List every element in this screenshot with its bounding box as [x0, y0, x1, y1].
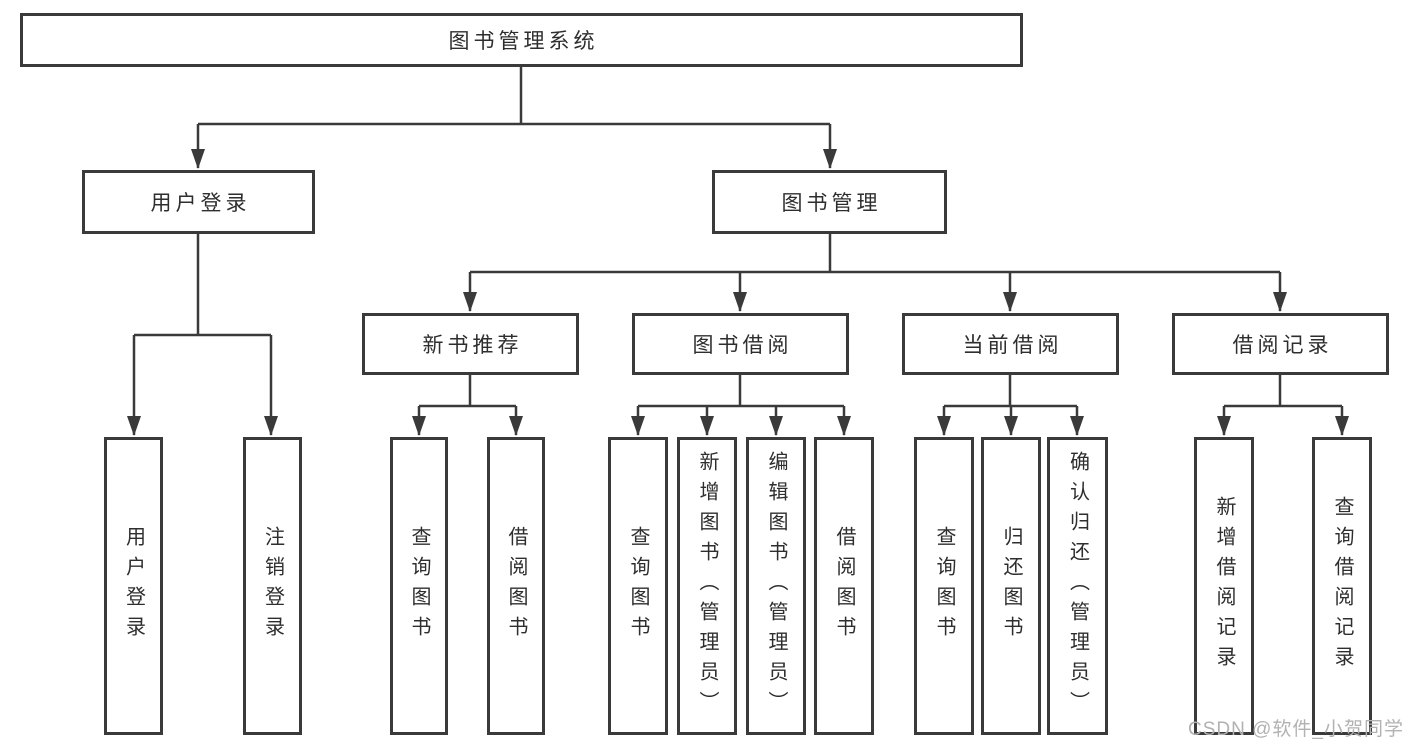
leaf-nbr-borrow-book-label: 借阅图书: [505, 526, 527, 646]
node-book-borrow-label: 图书借阅: [692, 334, 793, 357]
leaf-logout-label: 注销登录: [261, 526, 284, 646]
wire-group-current-borrow: [937, 375, 1084, 436]
wire-group-borrow-records: [1217, 375, 1349, 436]
node-root: 图书管理系统: [20, 13, 1023, 67]
leaf-nbr-borrow-book: 借阅图书: [487, 437, 545, 735]
wire-group-book-mgmt: [463, 234, 1287, 312]
leaf-bb-borrow-book-label: 借阅图书: [833, 526, 855, 646]
node-new-book-recommend-label: 新书推荐: [422, 334, 523, 357]
wire-group-book-borrow: [631, 375, 851, 436]
leaf-cb-query-book: 查询图书: [914, 437, 974, 735]
node-book-management: 图书管理: [712, 170, 947, 234]
leaf-user-login: 用户登录: [104, 437, 163, 735]
leaf-bb-edit-book-admin-label: 编辑图书（管理员）: [765, 451, 787, 721]
leaf-bb-edit-book-admin: 编辑图书（管理员）: [746, 437, 806, 735]
leaf-cb-query-book-label: 查询图书: [933, 526, 955, 646]
node-borrow-records: 借阅记录: [1172, 313, 1389, 375]
leaf-nbr-query-book: 查询图书: [390, 437, 448, 735]
leaf-br-add-record: 新增借阅记录: [1194, 437, 1254, 735]
node-current-borrow: 当前借阅: [902, 313, 1119, 375]
node-new-book-recommend: 新书推荐: [362, 313, 579, 375]
leaf-nbr-query-book-label: 查询图书: [408, 526, 430, 646]
leaf-bb-add-book-admin: 新增图书（管理员）: [677, 437, 737, 735]
csdn-watermark: CSDN @软件_小贺同学: [1188, 719, 1404, 740]
node-current-borrow-label: 当前借阅: [962, 334, 1063, 357]
node-root-label: 图书管理系统: [448, 30, 599, 53]
node-book-borrow: 图书借阅: [632, 313, 849, 375]
node-user-login-label: 用户登录: [150, 192, 251, 215]
leaf-logout: 注销登录: [243, 437, 302, 735]
leaf-cb-confirm-return-admin: 确认归还（管理员）: [1047, 437, 1108, 735]
leaf-bb-query-book-label: 查询图书: [627, 526, 649, 646]
wire-group-root: [191, 67, 837, 169]
node-book-management-label: 图书管理: [781, 192, 882, 215]
leaf-bb-borrow-book: 借阅图书: [814, 437, 874, 735]
leaf-br-query-record-label: 查询借阅记录: [1331, 496, 1353, 676]
wire-group-user-login: [127, 234, 278, 436]
leaf-br-add-record-label: 新增借阅记录: [1213, 496, 1235, 676]
leaf-bb-add-book-admin-label: 新增图书（管理员）: [696, 451, 718, 721]
wire-group-new-book-rec: [412, 375, 523, 436]
leaf-cb-confirm-return-admin-label: 确认归还（管理员）: [1066, 451, 1089, 721]
leaf-cb-return-book: 归还图书: [981, 437, 1041, 735]
leaf-br-query-record: 查询借阅记录: [1312, 437, 1372, 735]
leaf-bb-query-book: 查询图书: [608, 437, 668, 735]
leaf-cb-return-book-label: 归还图书: [1000, 526, 1022, 646]
node-user-login: 用户登录: [82, 170, 315, 234]
node-borrow-records-label: 借阅记录: [1232, 334, 1333, 357]
leaf-user-login-label: 用户登录: [122, 526, 145, 646]
